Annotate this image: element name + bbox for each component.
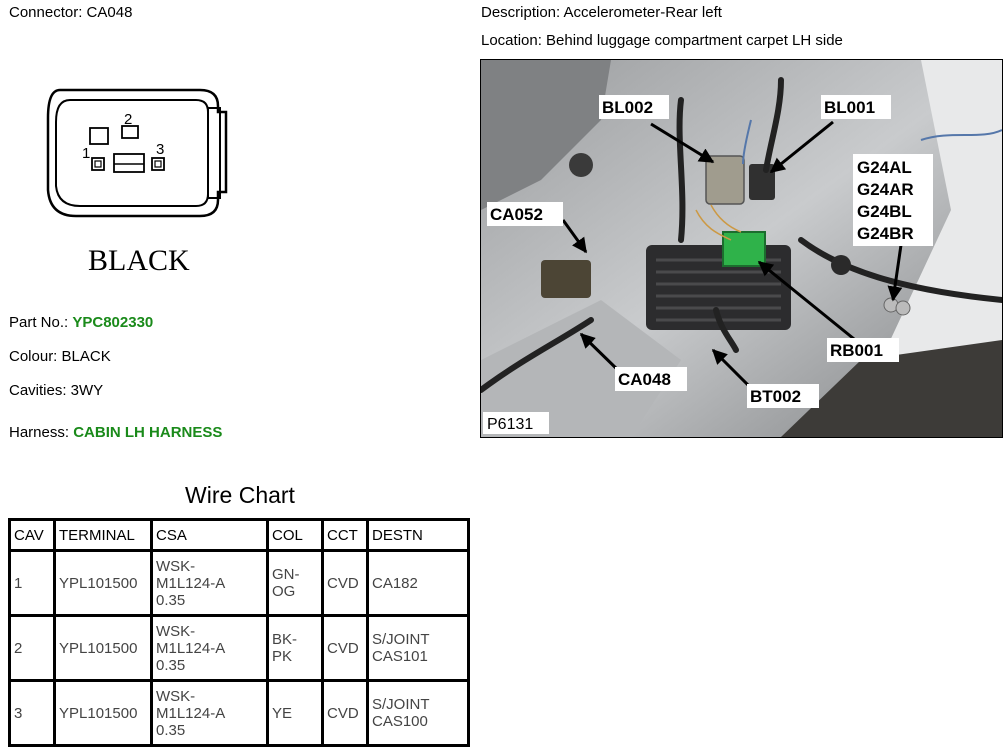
wire-chart-table: CAV TERMINAL CSA COL CCT DESTN 1 YPL1015… xyxy=(8,518,470,747)
harness-value[interactable]: CABIN LH HARNESS xyxy=(73,424,223,441)
cell-csa: WSK- M1L124-A 0.35 xyxy=(156,622,226,674)
cell-terminal: YPL101500 xyxy=(59,639,138,657)
cell-cav: 2 xyxy=(14,639,23,657)
callout-ca048: CA048 xyxy=(615,367,687,391)
table-cell: WSK- M1L124-A 0.35 xyxy=(150,679,269,747)
cell-destn: S/JOINT CAS100 xyxy=(372,696,430,730)
table-cell: GN- OG xyxy=(266,549,324,617)
table-cell: CVD xyxy=(321,549,369,617)
connector-color-text: BLACK xyxy=(88,244,190,277)
wire-chart-title: Wire Chart xyxy=(185,482,295,508)
connector-label: Connector: CA048 xyxy=(9,4,133,21)
table-cell: CVD xyxy=(321,679,369,747)
callout-ca052-text: CA052 xyxy=(490,205,543,224)
cell-csa: WSK- M1L124-A 0.35 xyxy=(156,687,226,739)
cell-cav: 1 xyxy=(14,574,23,592)
cell-destn: S/JOINT CAS101 xyxy=(372,631,430,665)
table-cell: 2 xyxy=(8,614,56,682)
table-cell: YPL101500 xyxy=(53,614,153,682)
callout-ca052: CA052 xyxy=(487,202,563,226)
table-row: 3 YPL101500 WSK- M1L124-A 0.35 YE CVD S/… xyxy=(8,679,470,747)
pin-label-3: 3 xyxy=(156,141,164,158)
callout-g24bl-text: G24BL xyxy=(857,202,912,221)
table-cell: WSK- M1L124-A 0.35 xyxy=(150,614,269,682)
table-cell: S/JOINT CAS101 xyxy=(366,614,470,682)
callout-rb001-text: RB001 xyxy=(830,341,883,360)
table-cell: S/JOINT CAS100 xyxy=(366,679,470,747)
col-header-terminal: TERMINAL xyxy=(53,518,153,552)
callout-g24al-text: G24AL xyxy=(857,158,912,177)
part-no-label: Part No.: xyxy=(9,314,69,331)
harness-row: Harness: CABIN LH HARNESS xyxy=(9,424,222,441)
harness-label: Harness: xyxy=(9,424,70,441)
col-header-col: COL xyxy=(266,518,324,552)
photo-ref-text: P6131 xyxy=(487,416,533,433)
part-no-row: Part No.: YPC802330 xyxy=(9,314,153,331)
table-cell: YPL101500 xyxy=(53,549,153,617)
cell-destn: CA182 xyxy=(372,574,418,592)
photo-ref-label: P6131 xyxy=(483,412,549,434)
location-label: Location: Behind luggage compartment car… xyxy=(481,32,843,49)
callout-bt002: BT002 xyxy=(747,384,819,408)
callout-g24-group: G24AL G24AR G24BL G24BR xyxy=(853,154,933,246)
cell-col: GN- OG xyxy=(272,566,300,600)
table-cell: 3 xyxy=(8,679,56,747)
table-row: 1 YPL101500 WSK- M1L124-A 0.35 GN- OG CV… xyxy=(8,549,470,617)
callout-bl002-text: BL002 xyxy=(602,98,653,117)
callout-g24br-text: G24BR xyxy=(857,224,914,243)
col-header-csa: CSA xyxy=(150,518,269,552)
cell-terminal: YPL101500 xyxy=(59,574,138,592)
col-header-cav: CAV xyxy=(8,518,56,552)
callout-bl002: BL002 xyxy=(599,95,669,119)
cell-col: BK- PK xyxy=(272,631,298,665)
cell-cct: CVD xyxy=(327,574,359,592)
table-cell: BK- PK xyxy=(266,614,324,682)
cell-cct: CVD xyxy=(327,704,359,722)
location-photo: BL002 BL001 G24AL G24AR G24BL G24BR CA05… xyxy=(480,59,1003,438)
cell-csa: WSK- M1L124-A 0.35 xyxy=(156,557,226,609)
cell-terminal: YPL101500 xyxy=(59,704,138,722)
callout-g24ar-text: G24AR xyxy=(857,180,914,199)
table-row: 2 YPL101500 WSK- M1L124-A 0.35 BK- PK CV… xyxy=(8,614,470,682)
pin-label-2: 2 xyxy=(124,111,132,128)
connector-face-diagram: 1 2 3 BLACK xyxy=(46,88,228,277)
pin-label-1: 1 xyxy=(82,145,90,162)
cell-cav: 3 xyxy=(14,704,23,722)
cavities-label: Cavities: 3WY xyxy=(9,382,104,399)
col-header-destn: DESTN xyxy=(366,518,470,552)
table-cell: CVD xyxy=(321,614,369,682)
callout-rb001: RB001 xyxy=(827,338,899,362)
cell-cct: CVD xyxy=(327,639,359,657)
callout-bl001-text: BL001 xyxy=(824,98,875,117)
cell-col: YE xyxy=(272,704,293,722)
table-cell: WSK- M1L124-A 0.35 xyxy=(150,549,269,617)
colour-label: Colour: BLACK xyxy=(9,348,111,365)
description-label: Description: Accelerometer-Rear left xyxy=(481,4,722,21)
table-cell: YPL101500 xyxy=(53,679,153,747)
part-no-value[interactable]: YPC802330 xyxy=(72,314,154,331)
table-cell: CA182 xyxy=(366,549,470,617)
col-header-cct: CCT xyxy=(321,518,369,552)
callout-ca048-text: CA048 xyxy=(618,370,671,389)
callout-bl001: BL001 xyxy=(821,95,891,119)
table-cell: 1 xyxy=(8,549,56,617)
wire-chart-header-row: CAV TERMINAL CSA COL CCT DESTN xyxy=(8,518,470,552)
table-cell: YE xyxy=(266,679,324,747)
callout-bt002-text: BT002 xyxy=(750,387,801,406)
